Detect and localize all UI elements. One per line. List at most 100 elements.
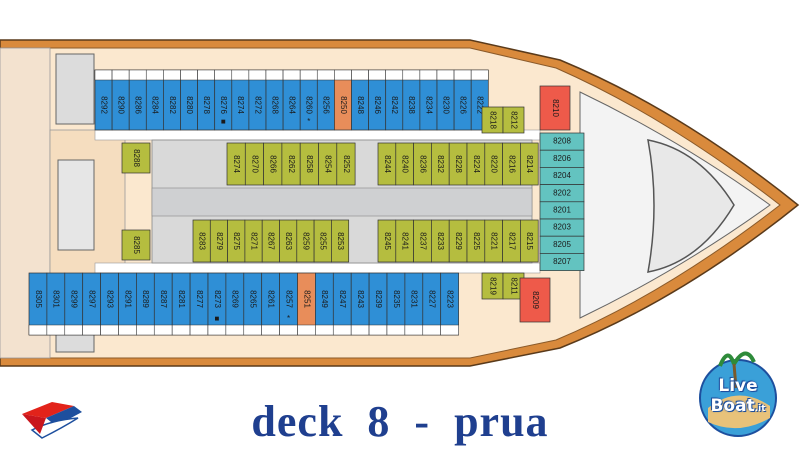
cabin-8280[interactable]: 8280	[180, 69, 198, 131]
cabin-8297[interactable]: 8297	[82, 272, 101, 336]
cabin-8246[interactable]: 8246	[368, 69, 387, 131]
cabin-8240[interactable]: 8240	[395, 142, 414, 186]
carnival-logo	[12, 394, 92, 450]
cabin-8283[interactable]: 8283	[192, 219, 211, 263]
cabin-8243[interactable]: 8243	[350, 272, 370, 336]
cabin-8272[interactable]: 8272	[248, 69, 267, 131]
cabin-8255[interactable]: 8255	[313, 219, 332, 263]
cabin-8223[interactable]: 8223	[440, 272, 459, 336]
cabin-8265[interactable]: 8265	[243, 272, 263, 336]
cabin-8212[interactable]: 8212	[502, 106, 525, 134]
cabin-8289[interactable]: 8289	[136, 272, 155, 336]
cabin-number: 8222	[476, 96, 485, 114]
cabin-8282[interactable]: 8282	[163, 69, 181, 131]
cabin-8278[interactable]: 8278	[197, 69, 216, 131]
cabin-8268[interactable]: 8268	[265, 69, 284, 131]
cabin-8227[interactable]: 8227	[422, 272, 442, 336]
cabin-8201[interactable]: 8201	[539, 201, 585, 220]
cabin-8224[interactable]: 8224	[466, 142, 486, 186]
cabin-8254[interactable]: 8254	[318, 142, 338, 186]
cabin-8221[interactable]: 8221	[484, 219, 503, 263]
cabin-8270[interactable]: 8270	[244, 142, 264, 186]
cabin-8261[interactable]: 8261	[261, 272, 280, 336]
cabin-8234[interactable]: 8234	[419, 69, 438, 131]
cabin-8277[interactable]: 8277	[189, 272, 209, 336]
cabin-8233[interactable]: 8233	[431, 219, 450, 263]
cabin-8288[interactable]: 8288	[121, 142, 151, 174]
cabin-8262[interactable]: 8262	[281, 142, 301, 186]
cabin-8216[interactable]: 8216	[502, 142, 521, 186]
cabin-8299[interactable]: 8299	[64, 272, 84, 336]
cabin-8248[interactable]: 8248	[351, 69, 369, 131]
cabin-8274[interactable]: 8274	[226, 142, 246, 186]
cabin-8217[interactable]: 8217	[502, 219, 521, 263]
cabin-8225[interactable]: 8225	[466, 219, 486, 263]
cabin-8209[interactable]: 8209	[519, 277, 551, 323]
cabin-8235[interactable]: 8235	[386, 272, 406, 336]
cabin-8210[interactable]: 8210	[539, 85, 571, 131]
cabin-8220[interactable]: 8220	[484, 142, 503, 186]
cabin-8259[interactable]: 8259	[296, 219, 315, 263]
cabin-8239[interactable]: 8239	[368, 272, 388, 336]
cabin-8291[interactable]: 8291	[118, 272, 137, 336]
cabin-8226[interactable]: 8226	[453, 69, 472, 131]
cabin-number: 8242	[390, 96, 399, 114]
cabin-8237[interactable]: 8237	[413, 219, 432, 263]
cabin-8214[interactable]: 8214	[520, 142, 539, 186]
cabin-8284[interactable]: 8284	[145, 69, 164, 131]
cabin-8218[interactable]: 8218	[481, 106, 504, 134]
cabin-8275[interactable]: 8275	[227, 219, 246, 263]
cabin-8228[interactable]: 8228	[448, 142, 468, 186]
cabin-8230[interactable]: 8230	[436, 69, 455, 131]
cabin-8271[interactable]: 8271	[244, 219, 263, 263]
cabin-8258[interactable]: 8258	[299, 142, 319, 186]
cabin-8204[interactable]: 8204	[539, 167, 585, 185]
cabin-8205[interactable]: 8205	[539, 235, 585, 254]
cabin-8305[interactable]: 8305	[28, 272, 48, 336]
cabin-8273[interactable]: 8273■	[207, 272, 227, 336]
cabin-8290[interactable]: 8290	[111, 69, 130, 131]
cabin-8203[interactable]: 8203	[539, 218, 585, 237]
cabin-8286[interactable]: 8286	[128, 69, 147, 131]
cabin-8256[interactable]: 8256	[316, 69, 335, 131]
cabin-8285[interactable]: 8285	[121, 229, 151, 261]
cabin-8231[interactable]: 8231	[404, 272, 424, 336]
cabin-8260[interactable]: 8260*	[299, 69, 318, 131]
cabin-8242[interactable]: 8242	[385, 69, 404, 131]
cabin-8269[interactable]: 8269	[225, 272, 245, 336]
cabin-8263[interactable]: 8263	[279, 219, 298, 263]
cabin-8292[interactable]: 8292	[94, 69, 113, 131]
cabin-8276[interactable]: 8276■	[214, 69, 233, 131]
cabin-8236[interactable]: 8236	[413, 142, 432, 186]
cabin-8264[interactable]: 8264	[282, 69, 301, 131]
cabin-8257[interactable]: 8257*	[279, 272, 298, 336]
cabin-8249[interactable]: 8249	[315, 272, 334, 336]
cabin-8253[interactable]: 8253	[331, 219, 350, 263]
cabin-8281[interactable]: 8281	[171, 272, 191, 336]
cabin-8251[interactable]: 8251	[297, 272, 316, 336]
cabin-8244[interactable]: 8244	[377, 142, 397, 186]
cabin-8202[interactable]: 8202	[539, 184, 585, 203]
cabin-8215[interactable]: 8215	[520, 219, 539, 263]
balcony-strip	[28, 324, 48, 336]
cabin-number: 8230	[441, 96, 450, 114]
cabin-8245[interactable]: 8245	[377, 219, 397, 263]
cabin-8301[interactable]: 8301	[46, 272, 66, 336]
cabin-8207[interactable]: 8207	[539, 253, 585, 271]
cabin-8229[interactable]: 8229	[448, 219, 468, 263]
cabin-8267[interactable]: 8267	[261, 219, 280, 263]
cabin-8232[interactable]: 8232	[431, 142, 450, 186]
cabin-8250[interactable]: 8250	[334, 69, 352, 131]
cabin-8208[interactable]: 8208	[539, 132, 585, 151]
cabin-8247[interactable]: 8247	[332, 272, 352, 336]
cabin-8274[interactable]: 8274	[231, 69, 250, 131]
cabin-8279[interactable]: 8279	[209, 219, 228, 263]
cabin-8241[interactable]: 8241	[395, 219, 414, 263]
cabin-8266[interactable]: 8266	[263, 142, 283, 186]
cabin-8206[interactable]: 8206	[539, 149, 585, 168]
cabin-8252[interactable]: 8252	[336, 142, 356, 186]
cabin-8293[interactable]: 8293	[100, 272, 119, 336]
cabin-8287[interactable]: 8287	[153, 272, 173, 336]
cabin-8219[interactable]: 8219	[481, 272, 504, 300]
cabin-8238[interactable]: 8238	[402, 69, 421, 131]
